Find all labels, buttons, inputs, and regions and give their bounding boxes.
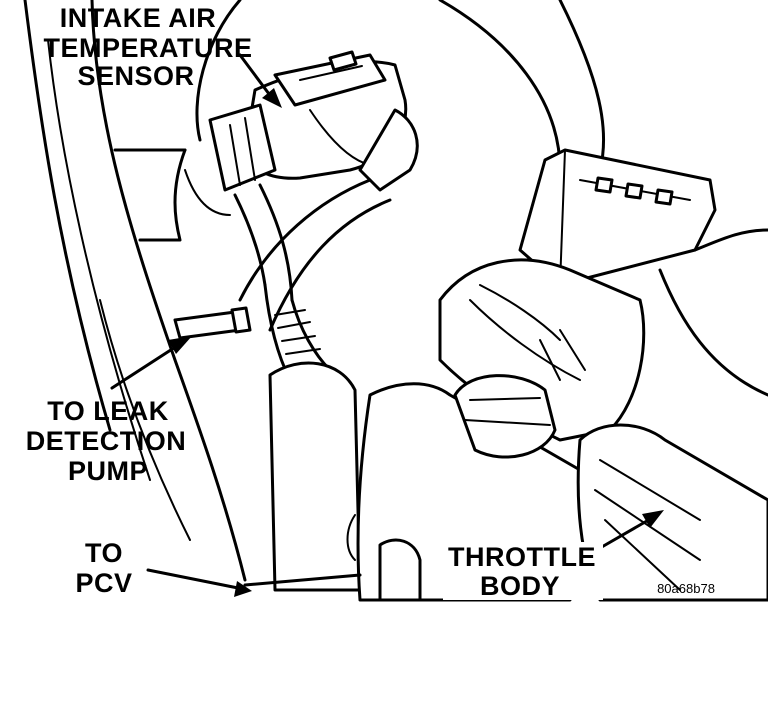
label-line: TO [85, 538, 123, 568]
label-line: DETECTION [26, 426, 187, 456]
label-intake-air-temperature-sensor: INTAKE AIR TEMPERATURE SENSOR [43, 3, 252, 91]
hoses [173, 178, 392, 592]
label-line: INTAKE AIR [60, 3, 217, 33]
label-line: TEMPERATURE [43, 33, 252, 63]
label-line: PUMP [68, 456, 148, 486]
tps-connector [518, 148, 768, 397]
leader-arrows [110, 53, 664, 597]
label-line: TO LEAK [47, 396, 169, 426]
label-line: PCV [75, 568, 132, 598]
label-to-leak-detection-pump: TO LEAK DETECTION PUMP [26, 396, 187, 486]
label-line: THROTTLE [448, 542, 596, 572]
label-throttle-body: THROTTLE BODY [443, 542, 603, 601]
figure-code: 80a68b78 [657, 581, 715, 596]
label-line: BODY [480, 571, 560, 601]
label-line: SENSOR [77, 61, 194, 91]
housing-outline [23, 0, 247, 582]
iat-sensor [184, 50, 419, 216]
assembly-baseline [243, 573, 362, 587]
label-to-pcv: TO PCV [75, 538, 132, 598]
